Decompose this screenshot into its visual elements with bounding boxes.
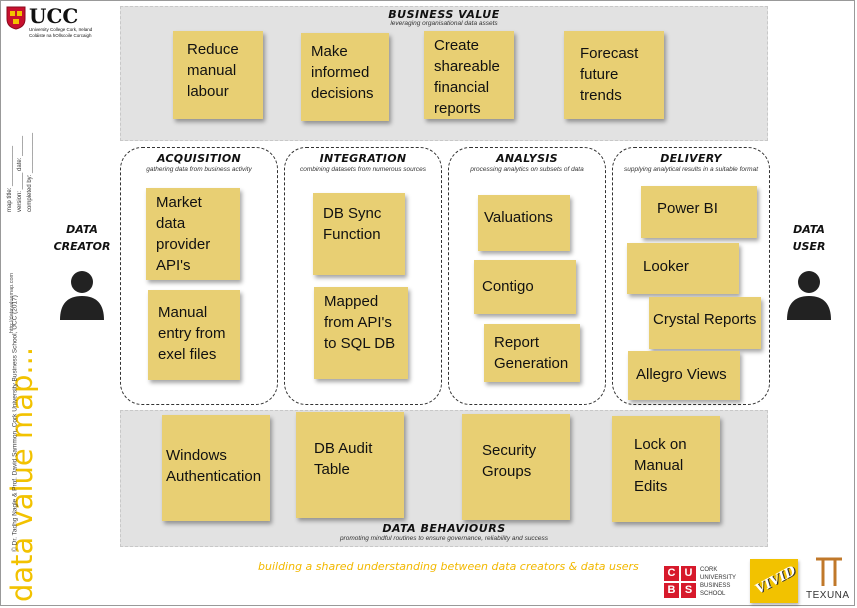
cubs-letter-u: U: [681, 566, 696, 581]
note-security-groups: Security Groups: [462, 414, 570, 520]
note-create-shareable-reports: Create shareable financial reports: [424, 31, 514, 119]
stage-acquisition-subtitle: gathering data from business activity: [146, 166, 252, 173]
note-make-informed-decisions: Make informed decisions: [301, 33, 389, 121]
cubs-text-line2: UNIVERSITY: [700, 575, 737, 581]
texuna-text: TEXUNA: [806, 590, 850, 601]
data-creator-line1: DATA: [66, 223, 98, 236]
tagline: building a shared understanding between …: [258, 560, 639, 573]
note-crystal-reports: Crystal Reports: [649, 297, 761, 349]
cubs-text-line1: CORK: [700, 567, 718, 573]
data-creator-line2: CREATOR: [53, 240, 111, 253]
stage-integration-title: INTEGRATION: [319, 152, 407, 165]
ucc-logo: UCC University College Cork, Ireland Col…: [6, 4, 92, 40]
texuna-mark-icon: [816, 557, 842, 586]
cubs-text-line4: SCHOOL: [700, 591, 726, 597]
note-db-sync-function: DB Sync Function: [313, 193, 405, 275]
cubs-text: CORK UNIVERSITY BUSINESS SCHOOL: [700, 566, 736, 598]
note-market-data-apis: Market data provider API's: [146, 188, 240, 280]
cubs-letter-s: S: [681, 583, 696, 598]
version-field: version: _____ date: ______: [17, 135, 23, 212]
ucc-line2: Coláiste na hOllscoile Corcaigh: [29, 33, 92, 38]
website-url: http://datavaluemap.com: [9, 272, 15, 334]
stage-integration-subtitle: combining datasets from numerous sources: [299, 166, 427, 173]
stage-analysis-subtitle: processing analytics on subsets of data: [470, 166, 584, 173]
note-manual-entry-exel: Manual entry from exel files: [148, 290, 240, 380]
business-value-subtitle: leveraging organisational data assets: [390, 20, 498, 27]
cubs-text-line3: BUSINESS: [700, 583, 731, 589]
note-forecast-future-trends: Forecast future trends: [564, 31, 664, 119]
note-reduce-manual-labour: Reduce manual labour: [173, 31, 263, 119]
completed-by-label: completed by:: [27, 174, 33, 212]
note-lock-on-manual-edits: Lock on Manual Edits: [612, 416, 720, 522]
business-value-title: BUSINESS VALUE: [388, 8, 500, 21]
stage-analysis-title: ANALYSIS: [496, 152, 558, 165]
vivid-text: VIVID: [753, 563, 799, 598]
data-user-line2: USER: [792, 240, 826, 253]
note-contigo: Contigo: [474, 260, 576, 314]
data-creator-label: DATA CREATOR: [52, 221, 112, 255]
note-looker: Looker: [627, 243, 739, 294]
data-behaviours-subtitle: promoting mindful routines to ensure gov…: [339, 535, 549, 542]
note-db-audit-table: DB Audit Table: [296, 412, 404, 518]
note-mapped-apis-sql: Mapped from API's to SQL DB: [314, 287, 408, 379]
ucc-crest-icon: [6, 6, 26, 30]
note-power-bi: Power BI: [641, 186, 757, 238]
date-label: date:: [17, 157, 23, 171]
map-title-label: map title:: [7, 187, 13, 212]
version-label: version:: [17, 190, 23, 212]
data-value-map-title: data value map...: [5, 346, 39, 602]
ucc-name: UCC: [29, 4, 79, 28]
note-valuations: Valuations: [478, 195, 570, 251]
texuna-logo: TEXUNA: [804, 556, 854, 604]
map-title-field: map title: ____________: [7, 145, 13, 212]
stage-delivery-title: DELIVERY: [660, 152, 722, 165]
note-allegro-views: Allegro Views: [628, 351, 740, 400]
data-user-person-icon: [787, 271, 831, 320]
completed-by-field: completed by: ____________: [27, 132, 33, 212]
cubs-logo: C U B S CORK UNIVERSITY BUSINESS SCHOOL: [664, 566, 746, 602]
vivid-logo: VIVID: [750, 559, 799, 603]
data-user-label: DATA USER: [779, 221, 839, 255]
note-windows-authentication: Windows Authentication: [162, 415, 270, 521]
cubs-letter-b: B: [664, 583, 679, 598]
ucc-line1: University College Cork, Ireland: [29, 27, 93, 32]
cubs-letter-c: C: [664, 566, 679, 581]
data-behaviours-title: DATA BEHAVIOURS: [382, 522, 506, 535]
note-report-generation: Report Generation: [484, 324, 580, 382]
stage-delivery-subtitle: supplying analytical results in a suitab…: [623, 166, 759, 173]
stage-acquisition-title: ACQUISITION: [156, 152, 242, 165]
data-user-line1: DATA: [793, 223, 825, 236]
data-creator-person-icon: [60, 271, 104, 320]
